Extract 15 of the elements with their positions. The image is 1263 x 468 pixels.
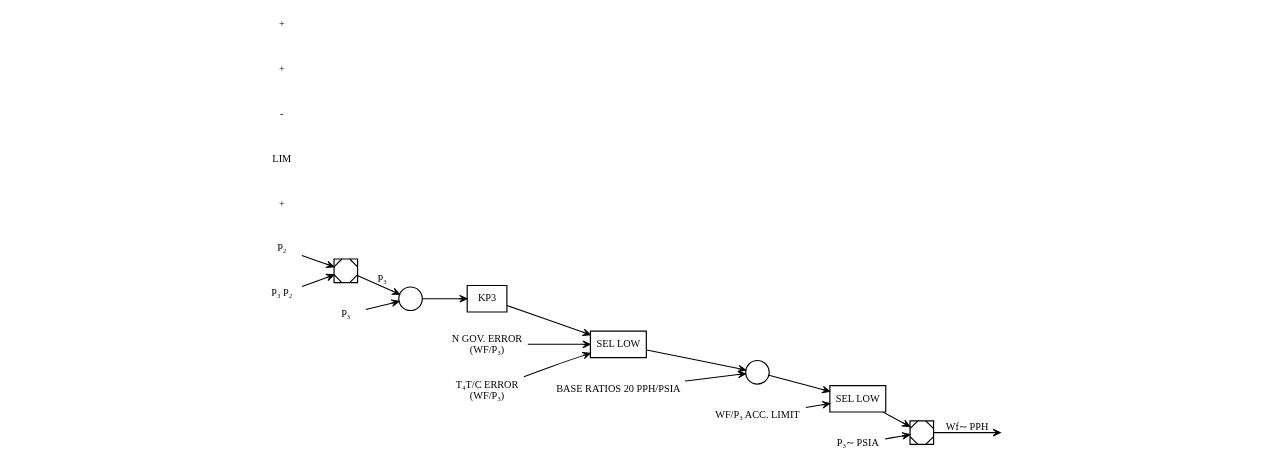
label: + [278, 197, 285, 209]
node-text: N GOV. ERROR (WF/P₃) [451, 332, 523, 355]
label: + [278, 62, 285, 74]
node-text: P₂ [277, 242, 287, 254]
edge-label: Wf∼ PPH [945, 420, 989, 432]
label: + [278, 18, 285, 30]
node-text: P₃ [341, 307, 351, 319]
node-text: P₃∼ PSIA [836, 437, 879, 449]
label: LIM [272, 152, 292, 164]
node-text: WF/P₃ ACC. LIMIT [715, 409, 800, 421]
label: - [280, 107, 284, 119]
node-text: T₄T/C ERROR (WF/P₃) [455, 378, 519, 401]
edge-label: P₃ [377, 272, 387, 284]
node-text: BASE RATIOS 20 PPH/PSIA [556, 382, 681, 394]
node-text: P₃ P₂ [271, 287, 293, 299]
